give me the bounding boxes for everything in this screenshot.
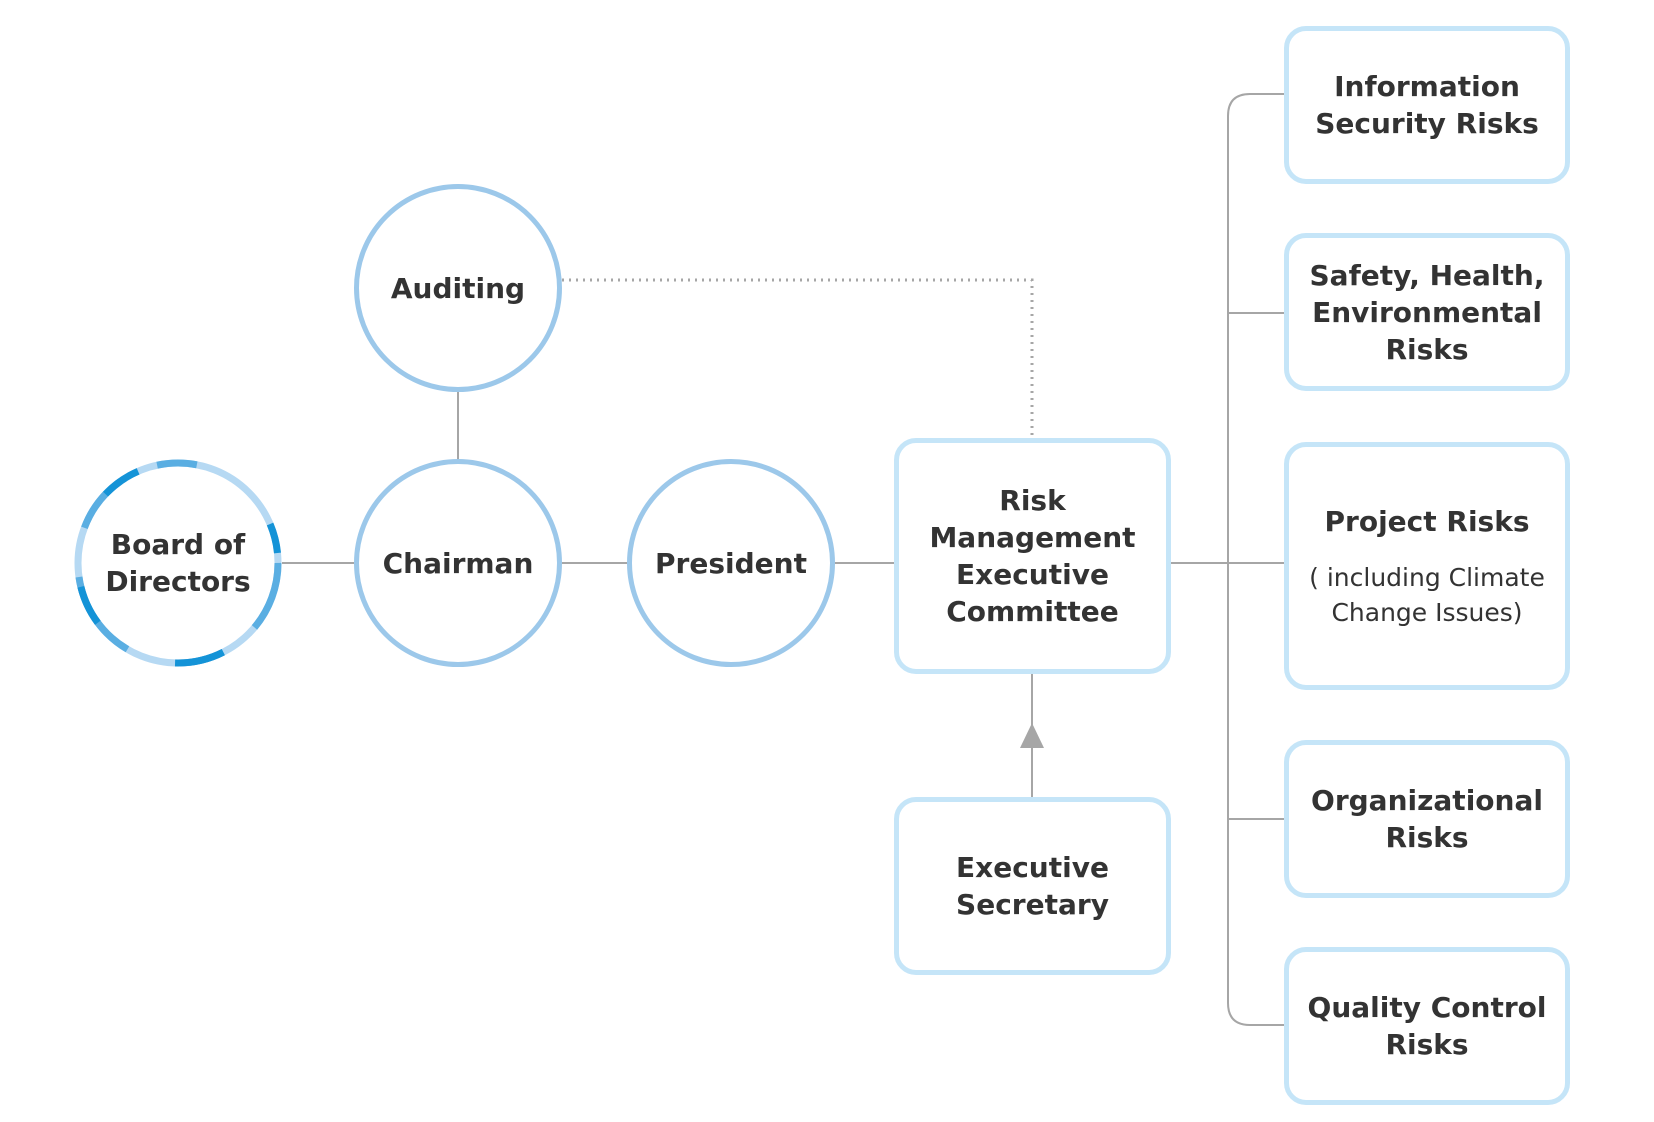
president-label: President: [655, 546, 807, 580]
arrow-up-icon: [1020, 723, 1044, 748]
board-of-directors-node: Board of Directors: [74, 459, 282, 667]
dotted-connector-auditing-committee: [562, 278, 1034, 436]
organizational-risks-label: Organizational Risks: [1311, 784, 1543, 854]
president-node: President: [627, 459, 835, 667]
quality-control-risks-label: Quality Control Risks: [1307, 991, 1547, 1061]
executive-secretary-label: Executive Secretary: [956, 851, 1109, 921]
project-risks-label: Project Risks: [1324, 504, 1530, 538]
auditing-label: Auditing: [390, 271, 526, 305]
auditing-node: Auditing: [354, 184, 562, 392]
risk-bus: [1227, 93, 1284, 1026]
quality-control-risks-node: Quality Control Risks: [1284, 947, 1570, 1105]
risk-management-committee-node: Risk Management Executive Committee: [894, 438, 1171, 674]
safety-health-environmental-risks-label: Safety, Health, Environmental Risks: [1309, 258, 1545, 366]
risk-management-committee-label: Risk Management Executive Committee: [929, 484, 1136, 628]
executive-secretary-node: Executive Secretary: [894, 797, 1171, 975]
information-security-risks-label: Information Security Risks: [1315, 70, 1539, 140]
board-of-directors-label: Board of Directors: [105, 528, 251, 598]
safety-health-environmental-risks-node: Safety, Health, Environmental Risks: [1284, 233, 1570, 391]
information-security-risks-node: Information Security Risks: [1284, 26, 1570, 184]
board-ring: [74, 459, 282, 667]
organizational-risks-node: Organizational Risks: [1284, 740, 1570, 898]
project-risks-note: ( including Climate Change Issues): [1309, 562, 1545, 627]
chairman-label: Chairman: [382, 546, 534, 580]
chairman-node: Chairman: [354, 459, 562, 667]
project-risks-node: Project Risks ( including Climate Change…: [1284, 442, 1570, 690]
